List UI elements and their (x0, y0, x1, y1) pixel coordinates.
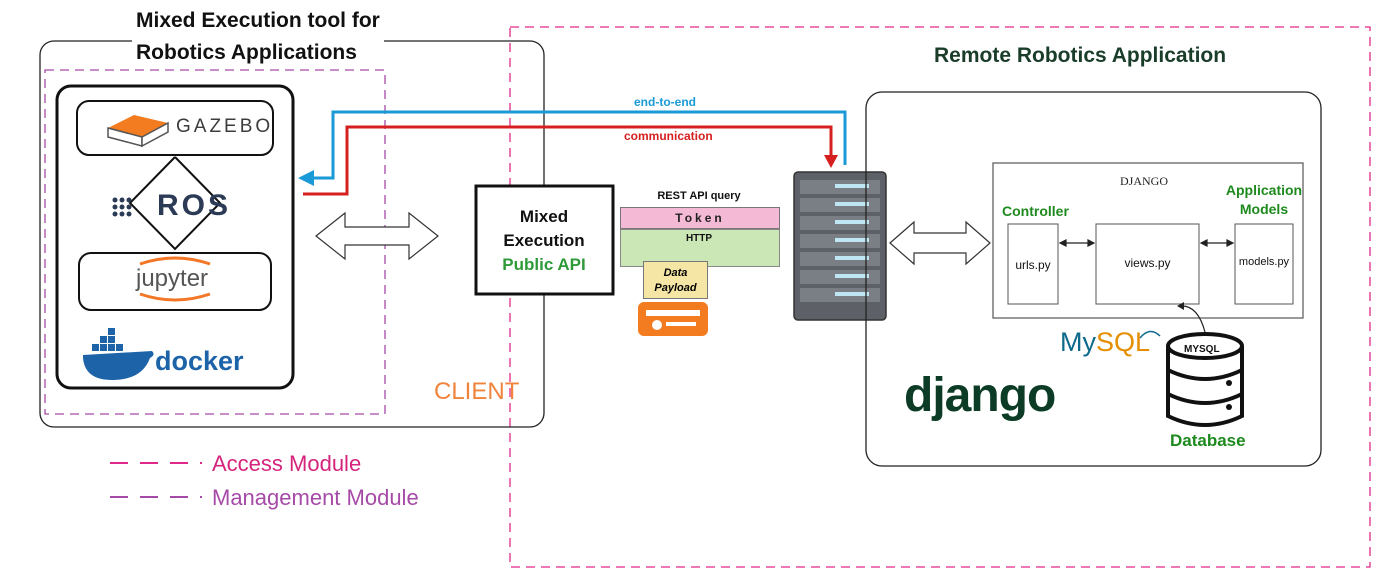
http-band (620, 229, 780, 267)
communication-line (303, 125, 833, 196)
end-to-end-arrowhead (298, 170, 314, 186)
mysql-cylinder-label: MYSQL (1184, 344, 1220, 355)
legend-management-label: Management Module (212, 485, 419, 510)
views-file-label: views.py (1124, 256, 1171, 270)
ros-diamond (128, 156, 222, 251)
app-models-line2: Models (1239, 201, 1289, 217)
db-views-arrow (1181, 305, 1206, 333)
rest-query-label: REST API query (657, 190, 741, 202)
docker-icon (83, 328, 154, 380)
token-bar: Token (620, 207, 780, 229)
models-box (1234, 223, 1294, 305)
payload-line2: Payload (654, 282, 697, 294)
mysql-logo-my: My (1060, 327, 1096, 357)
database-dots (1226, 380, 1232, 410)
app-models-line1: Application (1225, 182, 1303, 198)
remote-app-boundary (865, 91, 1322, 467)
payload-line1: Data (663, 267, 688, 279)
docker-label: docker (155, 346, 244, 376)
jupyter-label: jupyter (136, 265, 209, 292)
mysql-logo: MySQL (1060, 327, 1150, 358)
mysql-logo-sql: SQL (1096, 327, 1151, 357)
urls-views-arrow (1058, 239, 1096, 247)
db-views-arrowhead (1177, 302, 1184, 310)
jupyter-icon (139, 256, 211, 302)
gazebo-icon (107, 115, 169, 148)
mysql-dolphin-icon (1139, 330, 1161, 339)
gazebo-label: GAZEBO (176, 116, 274, 137)
client-label: CLIENT (434, 378, 520, 405)
server-rack-icon (793, 171, 887, 321)
tools-container (55, 84, 295, 390)
end-to-end-label: end-to-end (634, 95, 696, 109)
right-title: Remote Robotics Application (934, 44, 1227, 67)
left-title-line1: Mixed Execution tool for (136, 9, 380, 32)
left-title: Mixed Execution tool for Robotics Applic… (132, 5, 384, 69)
public-api-box (474, 184, 615, 296)
urls-file-label: urls.py (1015, 258, 1051, 272)
http-label: HTTP (685, 233, 713, 244)
ros-icon (112, 197, 132, 217)
communication-arrowhead (824, 155, 838, 168)
public-api-label: Mixed Execution Public API (478, 205, 610, 277)
public-api-line3: Public API (502, 255, 586, 274)
ros-label: ROS (157, 189, 232, 222)
controller-label: Controller (1002, 203, 1069, 219)
server-django-double-arrow (889, 220, 991, 266)
views-models-arrow (1199, 239, 1235, 247)
application-models-label: Application Models (1216, 181, 1312, 219)
communication-label: communication (624, 129, 713, 143)
django-logo: django (904, 369, 1056, 422)
client-api-double-arrow (315, 211, 439, 261)
data-payload-box: Data Payload (643, 261, 708, 299)
urls-box (1007, 223, 1059, 305)
database-icon (1166, 332, 1244, 427)
views-box (1095, 223, 1200, 305)
database-label: Database (1170, 431, 1246, 450)
django-header: DJANGO (1120, 174, 1168, 188)
left-title-line2: Robotics Applications (136, 41, 357, 64)
public-api-line1: Mixed (519, 207, 569, 226)
payload-icon (638, 302, 708, 336)
jupyter-box (78, 252, 272, 311)
access-module-boundary (509, 26, 1371, 568)
models-file-label: models.py (1238, 256, 1290, 268)
public-api-line2: Execution (503, 231, 585, 250)
end-to-end-line (312, 110, 847, 180)
legend-access-label: Access Module (212, 451, 362, 476)
